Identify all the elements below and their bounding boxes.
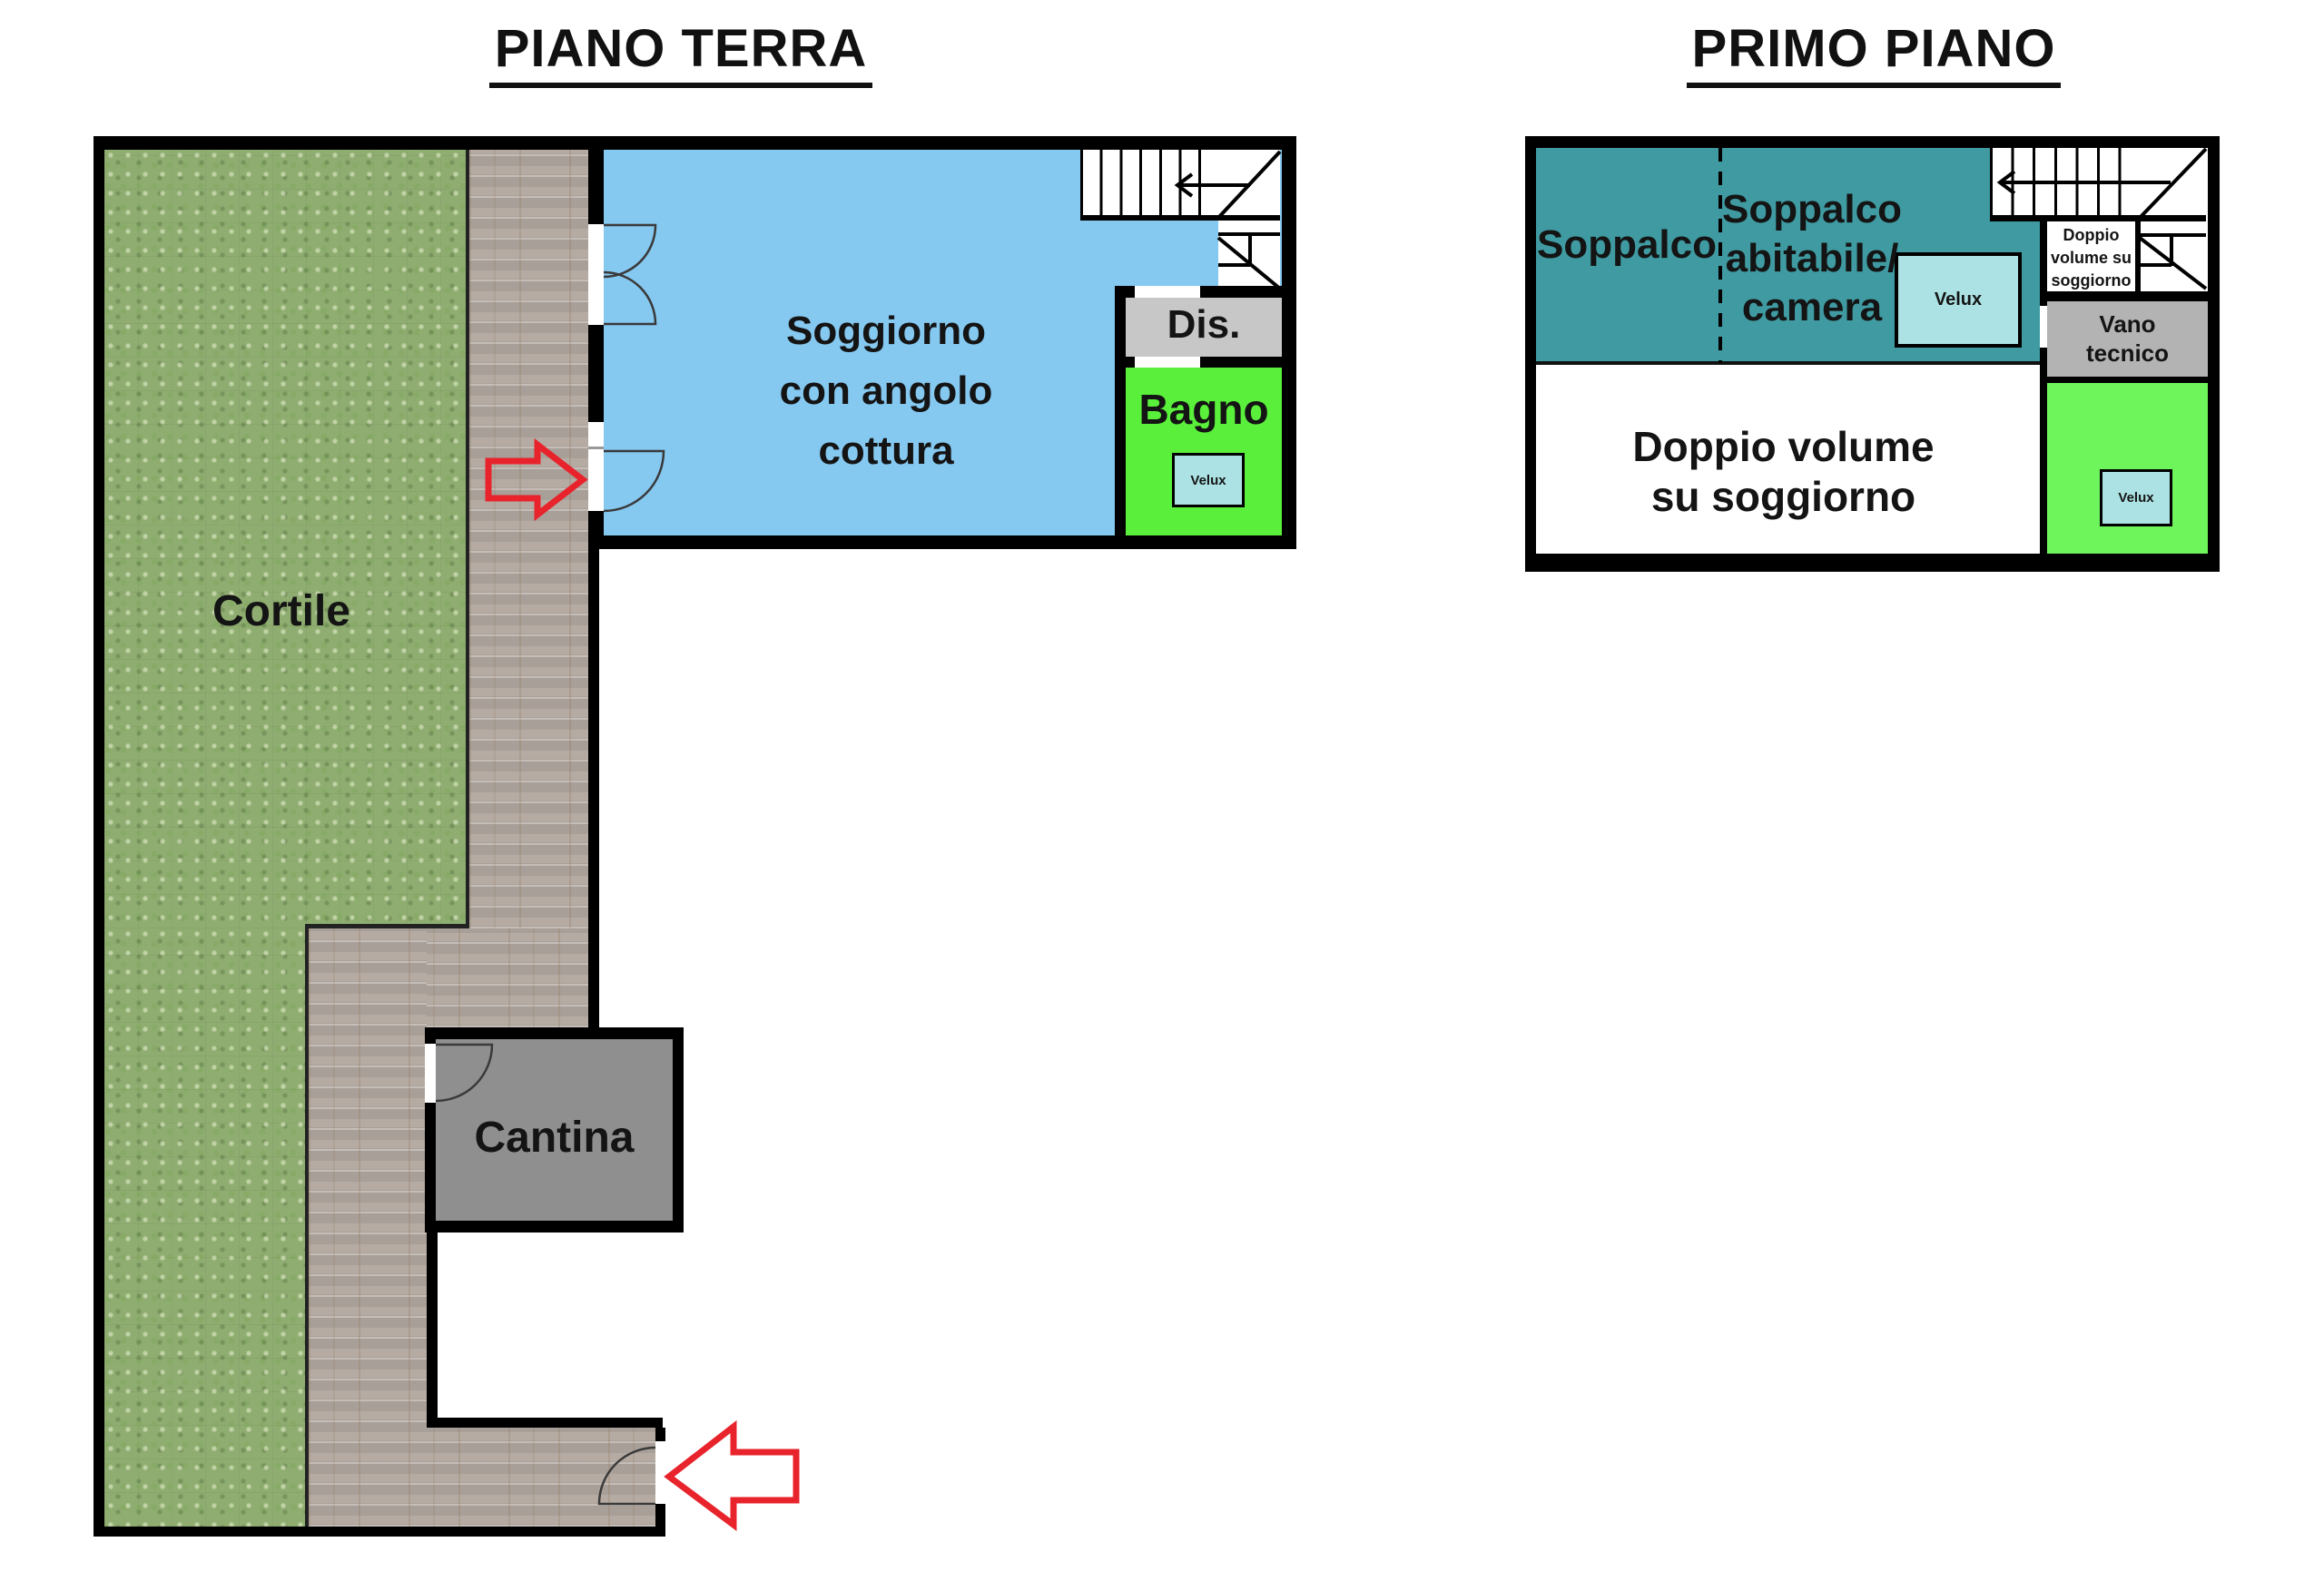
doppio-small-line: soggiorno: [2051, 271, 2132, 290]
entry-door-opening: [655, 1441, 665, 1504]
velux-window: Velux: [1895, 252, 2022, 348]
door-opening: [588, 449, 604, 511]
paved-entry-passage: [309, 1428, 655, 1527]
wall: [2135, 221, 2141, 301]
soggiorno-label-line: Soggiorno: [786, 309, 986, 353]
cortile-label: Cortile: [212, 587, 350, 635]
soppalco-edge-line: [1536, 361, 2040, 365]
cantina-label: Cantina: [474, 1114, 635, 1162]
wall: [466, 150, 469, 928]
wall: [94, 136, 1296, 150]
soggiorno-label-line: cottura: [818, 428, 954, 473]
velux-label: Velux: [1190, 472, 1226, 488]
dis-label: Dis.: [1167, 302, 1241, 347]
wall: [588, 549, 599, 1027]
doppio-volume-area: [1536, 363, 2040, 554]
wall: [655, 1428, 665, 1441]
paved-path-lower: [309, 928, 427, 1527]
wall: [94, 1527, 665, 1537]
dis-door-opening: [1135, 286, 1200, 298]
wall: [425, 1221, 684, 1233]
wall: [1525, 554, 2220, 572]
green-room: [2047, 383, 2208, 554]
bagno-door-opening: [1135, 357, 1200, 368]
dis-room: [1126, 298, 1282, 357]
soppalco-label: Soppalco: [1536, 222, 1718, 267]
wall: [588, 535, 1296, 549]
vano-tecnico-opening: [2040, 306, 2047, 348]
doppio-volume-small-area: [2047, 221, 2135, 291]
doppio-main-line: su soggiorno: [1650, 473, 1916, 520]
soppalco-abitabile-line: camera: [1741, 285, 1883, 329]
title-piano-terra: PIANO TERRA: [363, 18, 999, 88]
wall: [1525, 136, 1536, 572]
wall: [2040, 377, 2047, 554]
staircase-treads: [1990, 148, 2140, 215]
wall: [305, 924, 309, 1527]
wall: [305, 924, 469, 928]
cantina-door-opening: [425, 1044, 436, 1103]
cortile-lawn-area: [104, 150, 466, 928]
doppio-volume-main-label: Doppio volume su soggiorno: [1536, 422, 2031, 522]
wall: [94, 136, 104, 1537]
window-opening: [588, 422, 604, 447]
soppalco-abitabile-line: abitabile/: [1725, 236, 1899, 280]
wall: [1525, 136, 2220, 148]
wall: [425, 1027, 684, 1039]
velux-label: Velux: [2118, 490, 2154, 506]
velux-window: Velux: [1172, 453, 1245, 507]
velux-label: Velux: [1934, 290, 1983, 309]
wall: [2040, 377, 2208, 383]
double-door-opening: [588, 224, 604, 325]
soggiorno-label-line: con angolo: [779, 368, 993, 413]
velux-window: Velux: [2100, 469, 2172, 526]
vano-tecnico-room: [2047, 301, 2208, 377]
opening-divider: [588, 447, 604, 449]
paved-path-upper: [469, 150, 588, 928]
soggiorno-label: Soggiorno con angolo cottura: [668, 301, 1104, 481]
doppio-small-line: volume su: [2050, 249, 2132, 267]
soppalco-abitabile-label: Soppalco abitabile/ camera: [1630, 185, 1994, 332]
vano-tecnico-line: tecnico: [2085, 339, 2170, 367]
bagno-room: [1126, 368, 1282, 535]
cortile-lawn-area-lower: [104, 928, 305, 1527]
entrance-arrow-left-icon: [664, 1419, 800, 1531]
wall: [1115, 286, 1126, 535]
bagno-label: Bagno: [1138, 386, 1269, 433]
wall: [655, 1504, 665, 1527]
title-primo-piano: PRIMO PIANO: [1556, 18, 2191, 88]
doppio-volume-small-label: Doppio volume su soggiorno: [2047, 224, 2135, 292]
staircase-treads: [1080, 150, 1218, 215]
wall: [2208, 136, 2220, 572]
doppio-main-line: Doppio volume: [1632, 423, 1935, 470]
wall: [1080, 215, 1280, 221]
vano-tecnico-line: Vano: [2099, 310, 2156, 338]
wall: [1990, 215, 2206, 221]
vano-tecnico-label: Vano tecnico: [2047, 309, 2208, 368]
wall: [427, 1233, 438, 1428]
wall: [1282, 136, 1296, 549]
wall: [2040, 291, 2208, 301]
wall: [673, 1027, 684, 1233]
soppalco-abitabile-line: Soppalco: [1721, 187, 1903, 231]
doppio-small-line: Doppio: [2063, 226, 2120, 244]
wall: [427, 1418, 663, 1428]
